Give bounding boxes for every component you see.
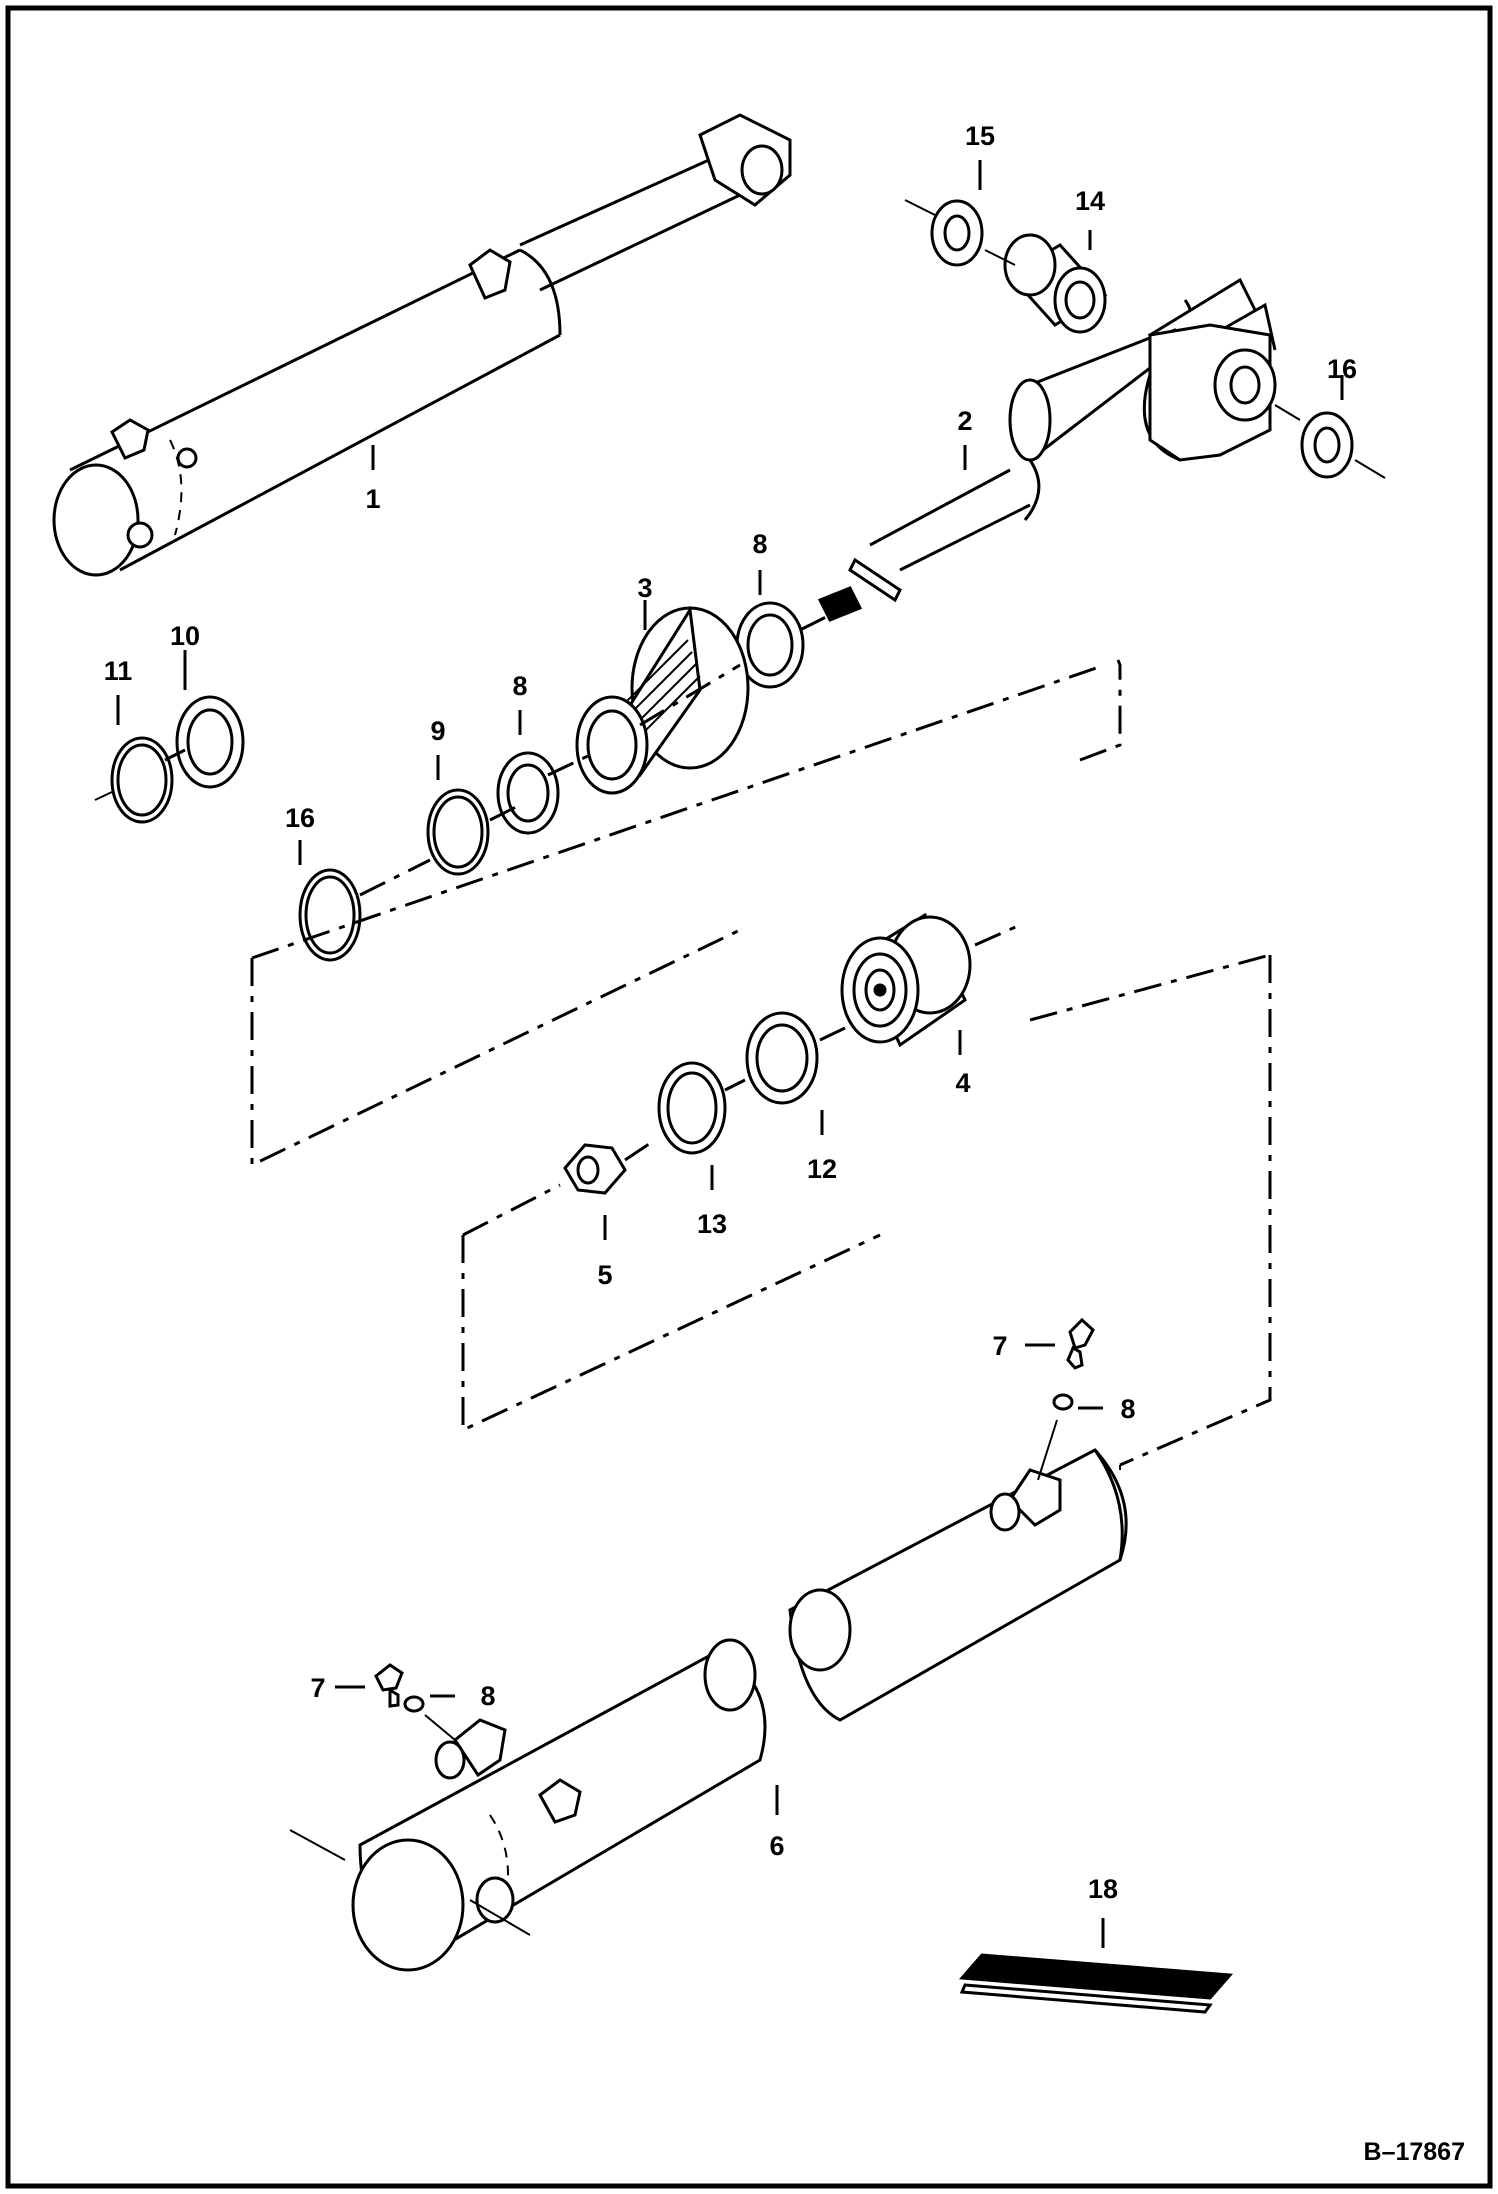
- part-3-gland: [575, 600, 750, 795]
- callout-3: 3: [637, 573, 652, 603]
- callout-5: 5: [597, 1260, 612, 1290]
- callout-17-lower: 16: [1327, 354, 1357, 384]
- callout-1: 1: [365, 484, 380, 514]
- part-13-snap-ring: [94, 695, 174, 824]
- callout-9: 8: [752, 529, 767, 559]
- part-7-8-lower-fitting: [335, 1663, 456, 1741]
- part-15-wear-ring: [657, 1061, 727, 1190]
- callout-17-upper: 15: [965, 121, 995, 151]
- page-frame: [5, 5, 1493, 2189]
- callout-16: 14: [1075, 186, 1105, 216]
- drawing-number: B–17867: [1364, 2138, 1465, 2166]
- callout-13: 11: [104, 656, 133, 686]
- callout-18: 16: [285, 803, 315, 833]
- callout-8-upper: 8: [1120, 1394, 1135, 1424]
- part-11-oring: [426, 755, 490, 876]
- callout-2: 2: [957, 406, 972, 436]
- callout-19: 18: [1088, 1874, 1118, 1904]
- part-14-seal: [745, 1011, 824, 1135]
- callout-6: 6: [769, 1831, 784, 1861]
- part-18-backup-ring: [298, 840, 362, 962]
- part-7-8-upper-fitting: [1025, 1317, 1103, 1481]
- rod-eye-end: [1142, 277, 1277, 462]
- part-17-seal-upper: [904, 160, 1016, 267]
- callout-7-lower: 7: [310, 1673, 325, 1703]
- part-12-wiper: [175, 650, 245, 789]
- part-4-piston: [840, 912, 972, 1055]
- callout-12: 10: [170, 621, 200, 651]
- part-17-seal-lower: [1274, 375, 1386, 479]
- part-1-cylinder-assembly: [52, 113, 792, 577]
- part-5-nut: [563, 1143, 627, 1240]
- callout-7-upper: 7: [992, 1331, 1007, 1361]
- part-16-bushing: [1003, 230, 1108, 334]
- callout-4: 4: [955, 1068, 970, 1098]
- callout-15: 13: [697, 1209, 727, 1239]
- callout-11: 9: [430, 716, 445, 746]
- part-6-barrel: [289, 1448, 1128, 1972]
- part-19-decal: [958, 1918, 1234, 2014]
- callout-8-lower: 8: [480, 1681, 495, 1711]
- callout-10: 8: [512, 671, 527, 701]
- part-10-bearing: [496, 710, 560, 835]
- callout-14: 12: [807, 1154, 837, 1184]
